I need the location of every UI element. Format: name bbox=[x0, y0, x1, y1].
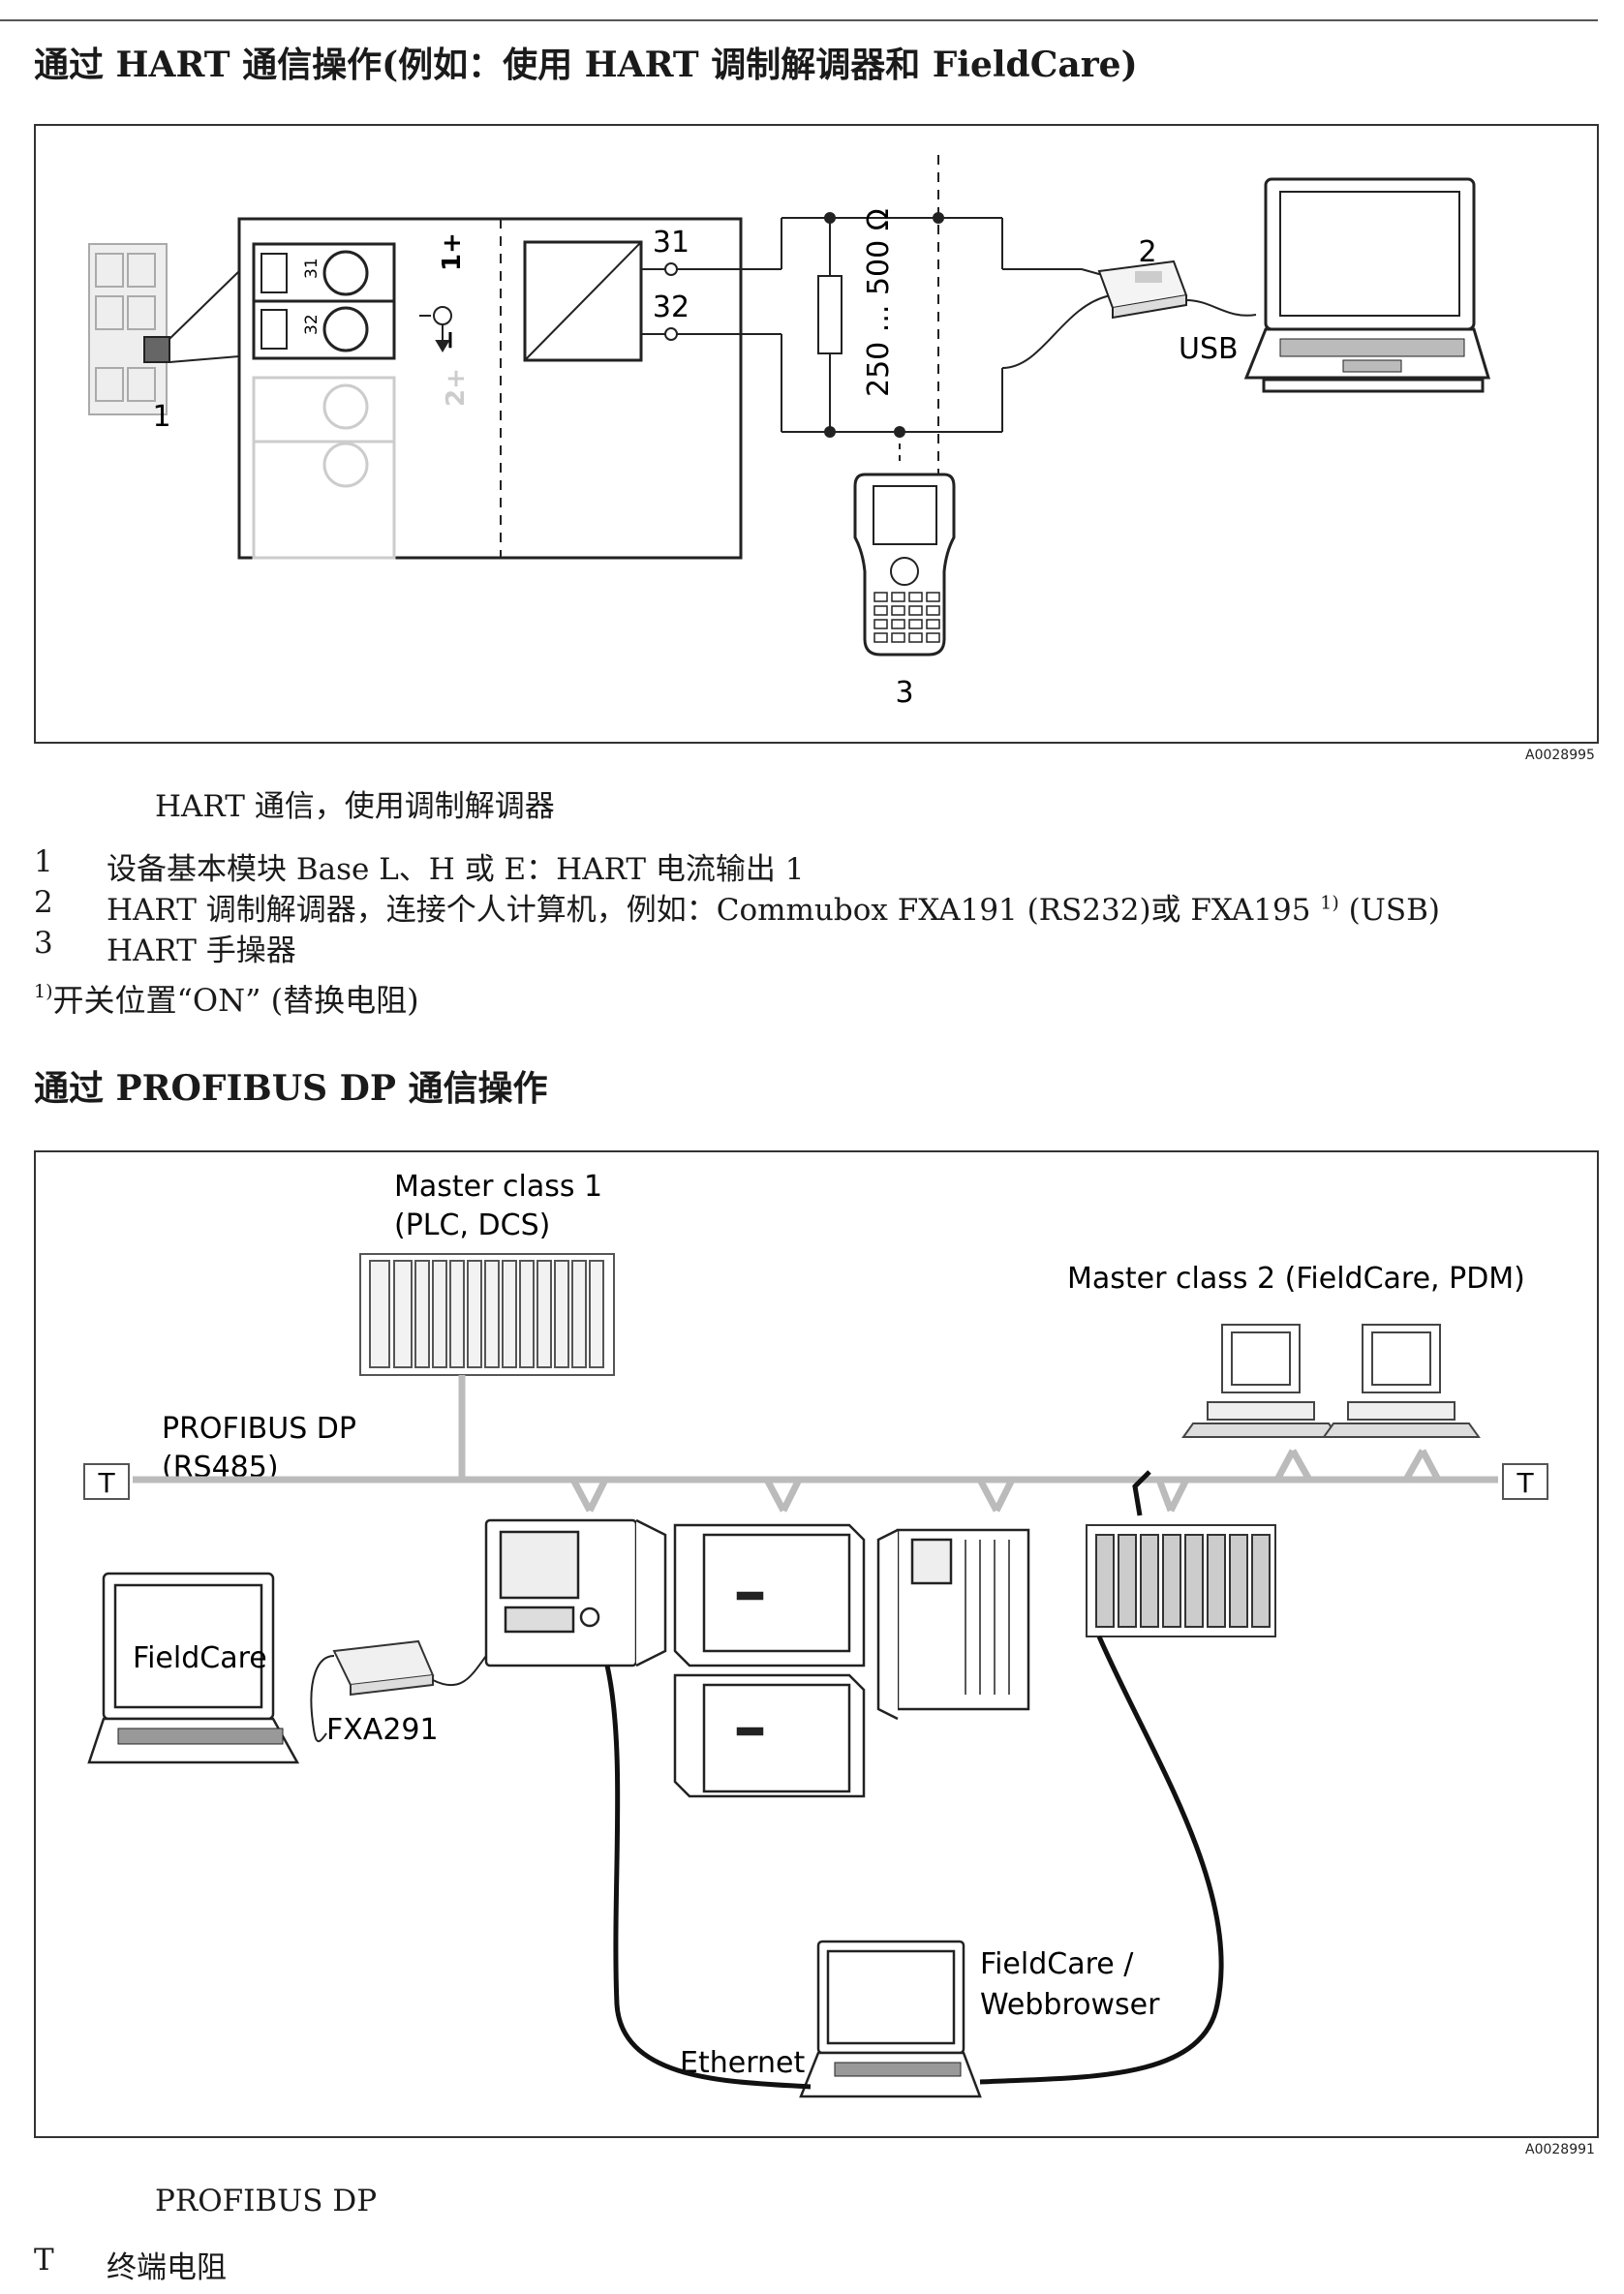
analyzer-icon bbox=[876, 1528, 1030, 1721]
figure-caption-profibus: PROFIBUS DP bbox=[155, 2184, 378, 2218]
current-source-icon bbox=[419, 306, 452, 352]
profibus-diagram: Master class 1 (PLC, DCS) Master class 2… bbox=[83, 1170, 1548, 2098]
laptop-webbrowser-icon bbox=[799, 1940, 982, 2098]
profibus-bus-label: PROFIBUS DP bbox=[162, 1412, 356, 1446]
laptop-icon bbox=[1243, 177, 1491, 393]
loop-wiring bbox=[677, 217, 1112, 433]
hart-terminal-highlight bbox=[143, 336, 170, 363]
legend-item: 1 设备基本模块 Base L、H 或 E：HART 电流输出 1 bbox=[34, 844, 805, 887]
transmitter-icon bbox=[484, 1518, 667, 1667]
terminal-32-label: 32 bbox=[653, 291, 689, 324]
figure-profibus: Master class 1 (PLC, DCS) Master class 2… bbox=[34, 1150, 1599, 2138]
base-module-icon bbox=[88, 243, 168, 415]
master-class-2-label: Master class 2 (FieldCare, PDM) bbox=[1067, 1262, 1525, 1296]
webbrowser-label-2: Webbrowser bbox=[980, 1988, 1160, 2022]
fxa291-modem-icon bbox=[332, 1639, 435, 1697]
converter-block bbox=[523, 240, 643, 362]
callout-1: 1 bbox=[152, 400, 170, 434]
fieldcare-label: FieldCare bbox=[133, 1641, 267, 1675]
webbrowser-label-1: FieldCare / bbox=[980, 1947, 1134, 1981]
load-resistor bbox=[817, 275, 843, 354]
plc-rack-icon bbox=[359, 1253, 615, 1376]
polarity-plus-2: 2+ bbox=[442, 368, 471, 407]
figure-code-hart: A0028995 bbox=[1525, 748, 1595, 763]
terminator-left bbox=[83, 1463, 130, 1500]
terminal-32-small: 32 bbox=[302, 314, 322, 335]
legend-item: T 终端电阻 bbox=[34, 2243, 227, 2285]
callout-3: 3 bbox=[895, 676, 913, 710]
section-heading-profibus: 通过 PROFIBUS DP 通信操作 bbox=[34, 1068, 548, 1109]
terminal-31-small: 31 bbox=[302, 258, 322, 279]
master-class-1-label: Master class 1 bbox=[394, 1170, 602, 1204]
terminator-right-label: T bbox=[1516, 1467, 1534, 1499]
hart-modem-icon bbox=[1097, 260, 1188, 320]
figure-caption-hart: HART 通信，使用调制解调器 bbox=[155, 789, 555, 824]
callout-2: 2 bbox=[1138, 235, 1156, 269]
section-heading-hart: 通过 HART 通信操作(例如：使用 HART 调制解调器和 FieldCare… bbox=[34, 45, 1138, 85]
terminal-box bbox=[237, 217, 743, 560]
terminal-31-label: 31 bbox=[653, 226, 689, 260]
figure-code-profibus: A0028991 bbox=[1525, 2142, 1595, 2157]
usb-label: USB bbox=[1179, 332, 1239, 366]
footnote: 1)开关位置“ON” (替换电阻) bbox=[34, 981, 419, 1019]
fxa291-label: FXA291 bbox=[326, 1713, 439, 1747]
hart-handheld-icon bbox=[853, 473, 956, 657]
legend-item: 2 HART 调制解调器，连接个人计算机，例如：Commubox FXA191 … bbox=[34, 885, 1440, 928]
terminator-right bbox=[1502, 1463, 1548, 1500]
master-class-1-sub: (PLC, DCS) bbox=[394, 1208, 550, 1242]
laptop-fieldcare-icon bbox=[87, 1572, 300, 1764]
ethernet-cable bbox=[604, 1470, 1224, 2090]
legend-item: 3 HART 手操器 bbox=[34, 926, 296, 968]
modular-controller-icon bbox=[1086, 1524, 1276, 1637]
terminator-left-label: T bbox=[97, 1467, 115, 1499]
resistor-value: 250 ... 500 Ω bbox=[862, 208, 896, 397]
desktop-pc-icon bbox=[1322, 1324, 1481, 1438]
polarity-plus-1: 1+ bbox=[438, 232, 467, 271]
sampler-cabinet-icon bbox=[673, 1523, 866, 1798]
figure-hart: 31 32 1+ − 2+ 31 32 bbox=[34, 124, 1599, 744]
desktop-pc-icon bbox=[1181, 1324, 1340, 1438]
hart-diagram: 31 32 1+ − 2+ 31 32 bbox=[88, 155, 1491, 710]
profibus-line bbox=[133, 1375, 1498, 1513]
top-rule bbox=[0, 19, 1598, 21]
